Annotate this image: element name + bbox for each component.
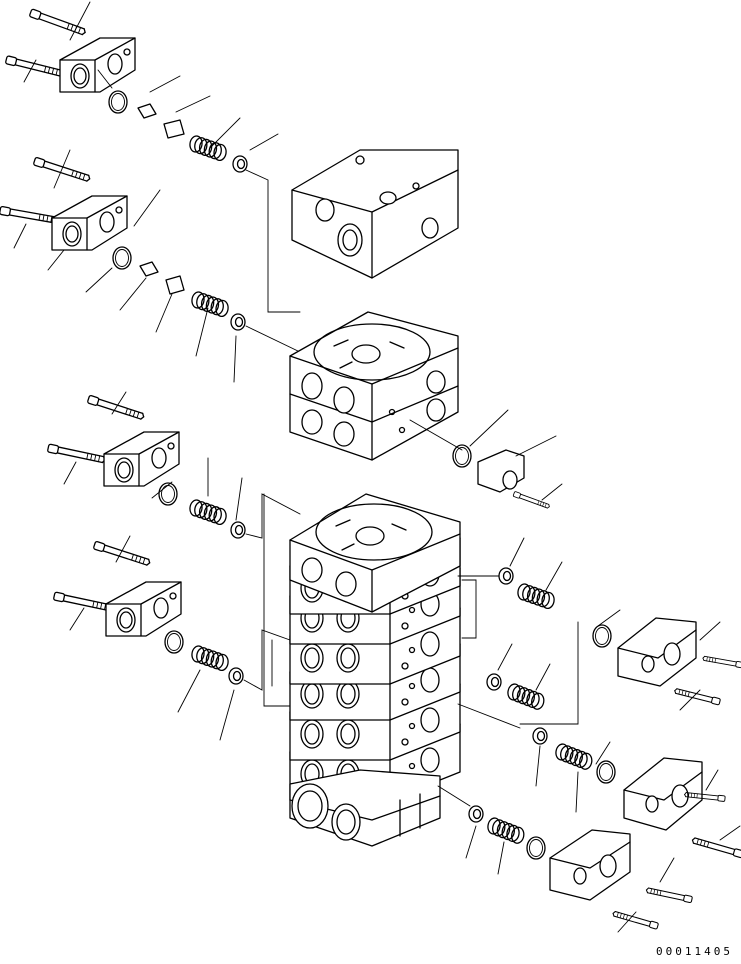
upper-valve-body [289, 311, 459, 461]
right-bolt [701, 654, 741, 669]
main-valve-stack [289, 493, 461, 847]
washer [468, 805, 484, 823]
spring [189, 290, 231, 318]
o-ring [158, 482, 178, 506]
right-bolt [690, 836, 741, 859]
right-bolt [673, 687, 722, 706]
washer [230, 313, 246, 331]
right-cover-block-2 [623, 757, 703, 831]
drawing-number: 00011405 [656, 945, 733, 958]
small-bolt [512, 490, 551, 510]
upper-cover-block [59, 37, 136, 93]
o-ring [164, 630, 184, 654]
check-valve-pieces [139, 261, 185, 295]
washer [486, 673, 502, 691]
leader-line [515, 435, 557, 457]
spring [553, 742, 595, 771]
washer [228, 667, 244, 685]
leader-lines [465, 537, 741, 933]
o-ring [452, 444, 472, 468]
spring [485, 816, 527, 845]
fourth-cover-block [105, 581, 182, 637]
spring [515, 582, 557, 610]
plug-fitting [477, 449, 525, 493]
washer [232, 155, 248, 173]
washer [532, 727, 548, 745]
valve-top-cap [291, 149, 459, 279]
second-cover-block [51, 195, 128, 251]
spring [189, 644, 231, 672]
leader-lines [13, 1, 301, 383]
leader-line [469, 409, 509, 447]
o-ring [108, 90, 128, 114]
third-cover-block [103, 431, 180, 487]
bottom-cover-block [549, 829, 631, 901]
spring [187, 498, 229, 526]
leader-lines [263, 493, 579, 807]
bottom-bolt [645, 886, 694, 904]
o-ring [526, 836, 546, 860]
spring [505, 682, 547, 711]
right-cover-block-1 [617, 617, 697, 687]
check-valve-pieces [137, 103, 185, 139]
leader-line [541, 483, 563, 501]
leader-lines [63, 391, 301, 741]
o-ring [592, 624, 612, 648]
leader-line [409, 419, 463, 451]
washer [498, 567, 514, 585]
washer [230, 521, 246, 539]
o-ring [596, 760, 616, 784]
spring [187, 134, 229, 162]
o-ring [112, 246, 132, 270]
